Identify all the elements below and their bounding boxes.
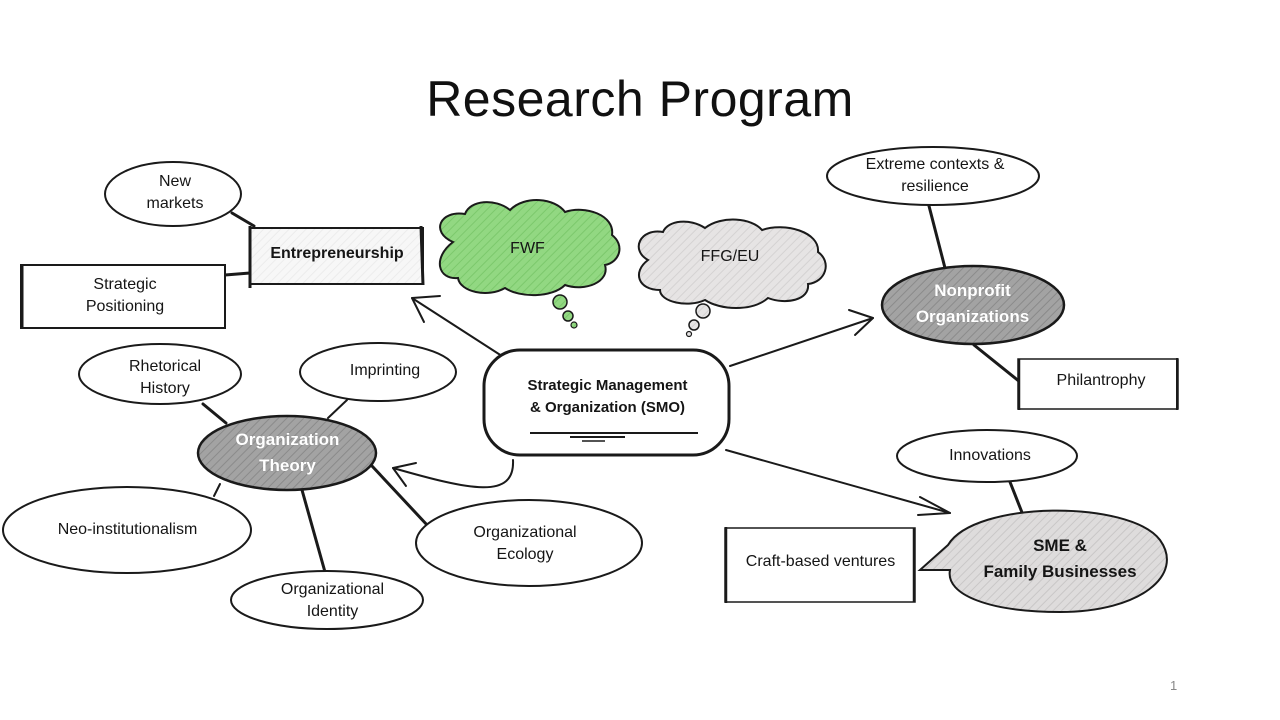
- connectors: [201, 204, 1025, 574]
- edge-entrepreneurship-strategic-positioning: [223, 271, 252, 277]
- edge-orgtheory-ecology: [370, 464, 430, 528]
- node-organizational-ecology-ellipse[interactable]: [415, 499, 643, 587]
- label-sme: SME & Family Businesses: [983, 536, 1137, 581]
- edge-orgtheory-imprinting: [327, 399, 348, 419]
- label-innovations: Innovations: [949, 447, 1031, 464]
- edge-entrepreneurship-new-markets: [230, 211, 256, 228]
- node-philantrophy-box[interactable]: [1017, 358, 1179, 410]
- node-craft-based-box[interactable]: [724, 527, 916, 603]
- label-strategic-positioning: Strategic Positioning: [85, 276, 165, 315]
- edge-nonprofit-philantrophy: [972, 343, 1022, 384]
- node-innovations-ellipse[interactable]: [896, 429, 1078, 483]
- label-extreme-contexts: Extreme contexts & resilience: [865, 156, 1005, 195]
- label-entrepreneurship: Entrepreneurship: [270, 245, 404, 262]
- label-center-smo: Strategic Management & Organization (SMO…: [527, 377, 688, 416]
- page-number: 1: [1170, 678, 1178, 693]
- label-organization-theory: Organization Theory: [235, 430, 340, 475]
- node-new-markets-ellipse[interactable]: [104, 161, 242, 227]
- node-organizational-identity-ellipse[interactable]: [230, 570, 424, 630]
- node-extreme-contexts-ellipse[interactable]: [826, 146, 1040, 206]
- label-philantrophy: Philantrophy: [1056, 372, 1146, 389]
- edge-orgtheory-neoinst: [213, 483, 221, 497]
- label-nonprofit: Nonprofit Organizations: [915, 281, 1030, 326]
- curved-arrow-to-organization-theory: [392, 459, 515, 489]
- edge-nonprofit-extreme-contexts: [927, 204, 947, 270]
- label-rhetorical-history: Rhetorical History: [128, 358, 202, 397]
- label-craft-based: Craft-based ventures: [745, 553, 896, 570]
- node-strategic-positioning-box[interactable]: [20, 264, 226, 329]
- arrows: [392, 295, 951, 516]
- label-imprinting: Imprinting: [349, 362, 421, 379]
- edge-orgtheory-identity: [300, 488, 327, 574]
- arrow-to-entrepreneurship: [411, 295, 506, 359]
- edge-orgtheory-rhetorical: [201, 402, 228, 425]
- cloud-ffg-eu[interactable]: [637, 218, 827, 338]
- node-organization-theory-ellipse[interactable]: [196, 414, 378, 492]
- node-center-smo-box[interactable]: [482, 348, 731, 457]
- arrow-to-nonprofit: [729, 309, 874, 367]
- node-nonprofit-ellipse[interactable]: [880, 264, 1066, 346]
- node-rhetorical-history-ellipse[interactable]: [78, 343, 242, 405]
- label-new-markets: New markets: [146, 173, 204, 212]
- label-neo-institutionalism: Neo-institutionalism: [57, 521, 198, 538]
- cloud-fwf[interactable]: [438, 199, 621, 329]
- label-organizational-identity: Organizational Identity: [280, 581, 385, 620]
- label-fwf: FWF: [510, 240, 545, 257]
- node-neo-institutionalism-ellipse[interactable]: [2, 486, 252, 574]
- edge-sme-innovations: [1008, 480, 1025, 517]
- label-ffg-eu: FFG/EU: [700, 248, 760, 265]
- label-organizational-ecology: Organizational Ecology: [473, 524, 577, 563]
- node-sme-speech-bubble[interactable]: [917, 509, 1168, 614]
- node-entrepreneurship-box[interactable]: [248, 225, 425, 288]
- arrow-to-sme: [725, 449, 951, 516]
- slide-title: Research Program: [426, 71, 854, 127]
- node-imprinting-ellipse[interactable]: [299, 342, 457, 402]
